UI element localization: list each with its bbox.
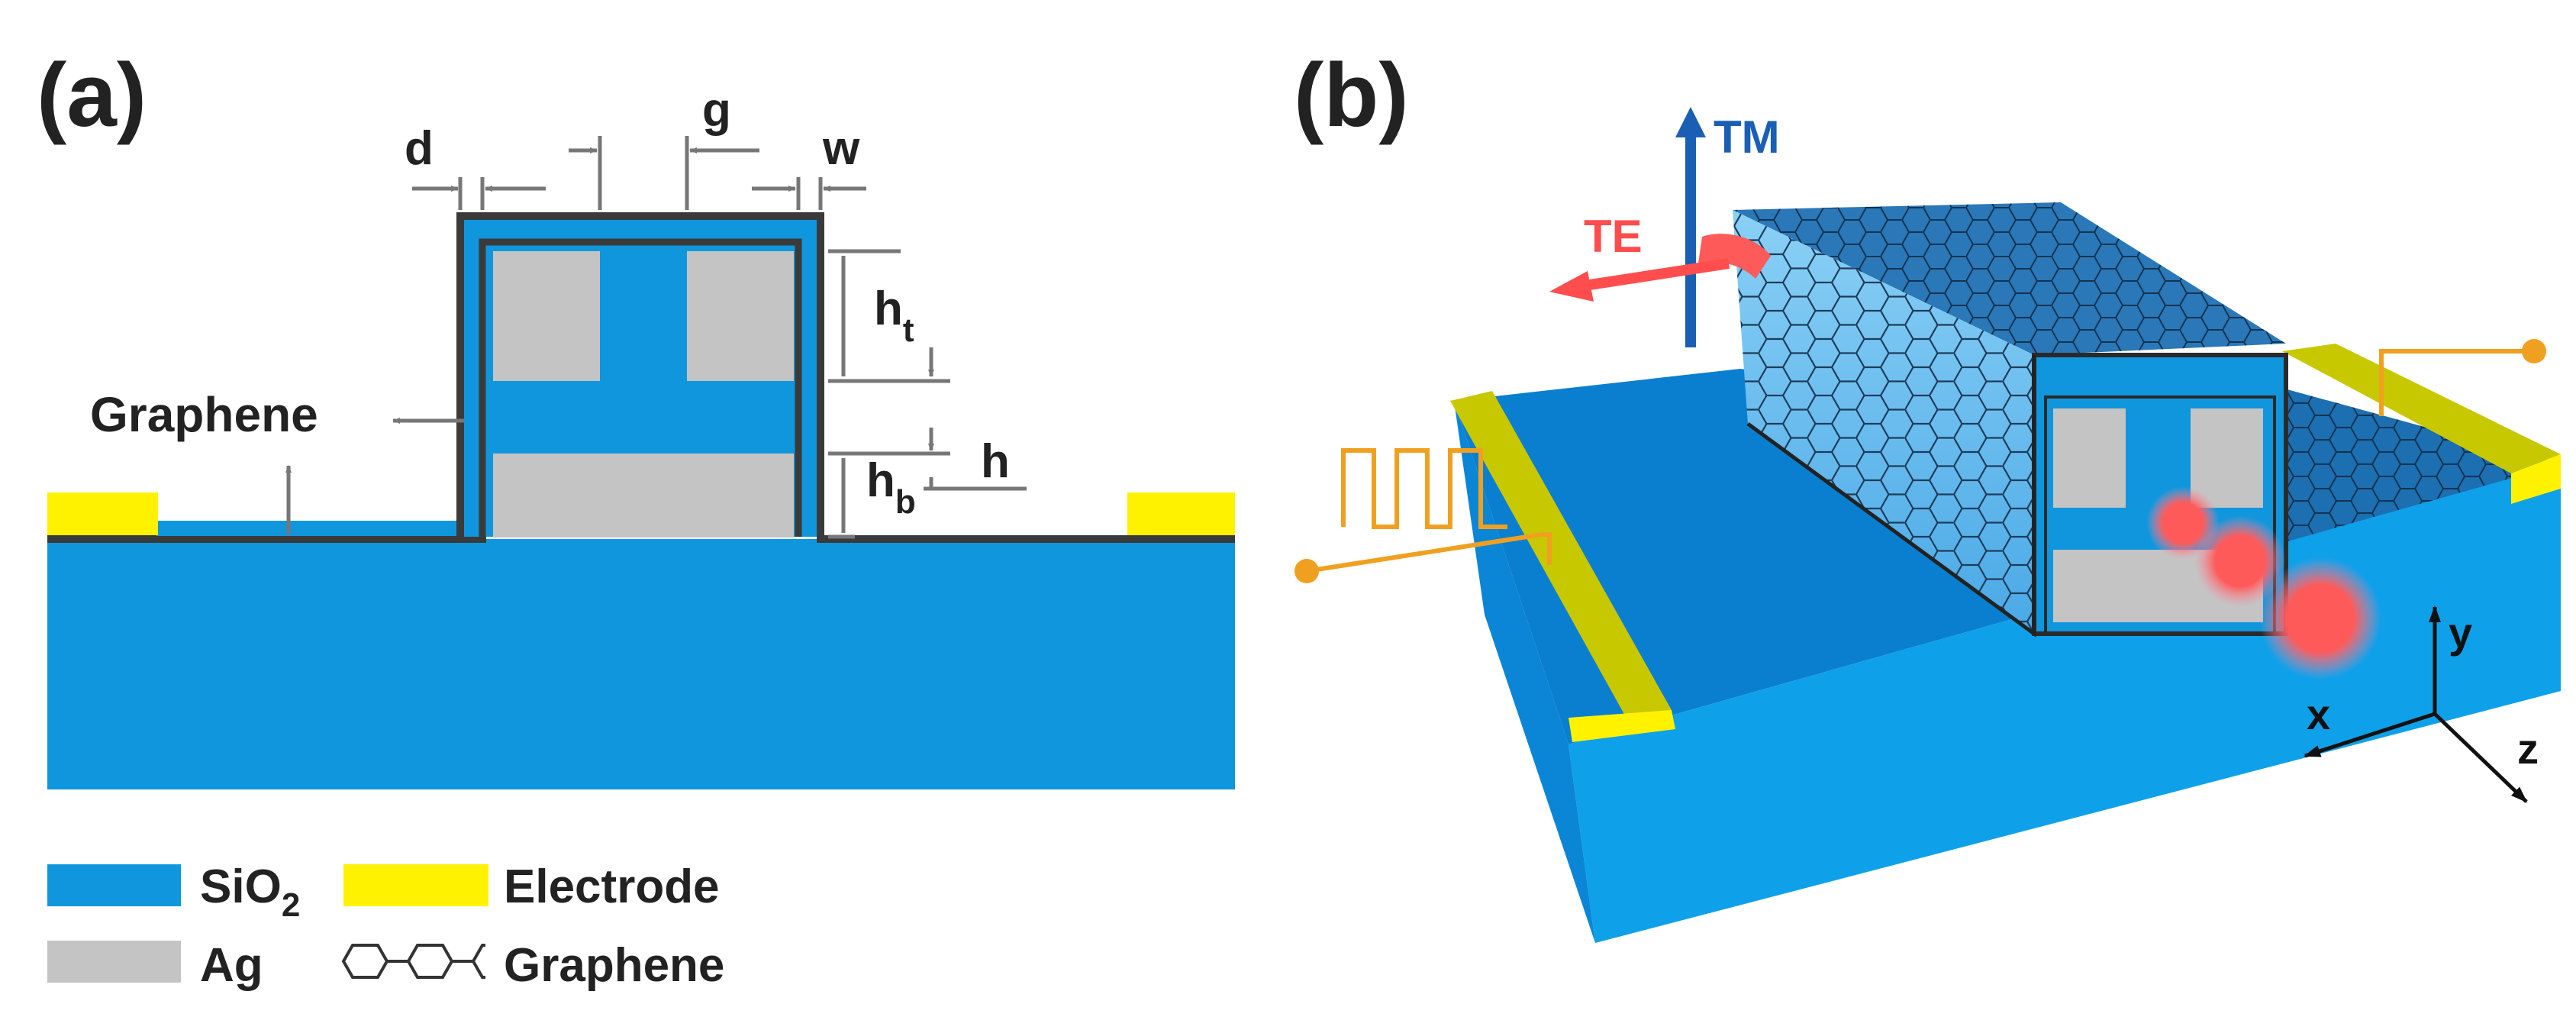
- panel-a: (a): [37, 45, 1235, 789]
- legend-graphene-icon: [341, 944, 485, 979]
- graphene-floor-line: [1746, 355, 2036, 638]
- tm-arrowhead: [1675, 107, 1706, 137]
- dim-label-hb: hb: [866, 454, 916, 521]
- dim-label-g: g: [702, 84, 731, 137]
- panel-a-label: (a): [37, 45, 147, 146]
- legend: SiO2 Electrode Ag Graphene: [47, 860, 724, 992]
- coordinate-axes: [2304, 605, 2528, 803]
- dim-label-h: h: [981, 435, 1010, 488]
- panel-b-label: (b): [1294, 45, 1409, 146]
- waveguide-side-hex: [1733, 210, 2034, 634]
- te-arrowhead: [1549, 271, 1594, 302]
- legend-label-ag: Ag: [200, 939, 263, 992]
- legend-label-sio2: SiO2: [200, 860, 300, 924]
- electrode-b-right-top: [2282, 344, 2561, 473]
- sio2-thin-layer: [156, 521, 482, 536]
- tm-label: TM: [1714, 111, 1780, 163]
- electrode-b-left-front: [1568, 710, 1675, 742]
- waveguide-outer-graphene: [456, 212, 824, 537]
- electrode-b-left-top: [1450, 391, 1672, 724]
- axis-y-label: y: [2449, 609, 2472, 657]
- dim-label-d: d: [405, 122, 434, 175]
- waveguide-top-hex: [1733, 202, 2286, 355]
- panel-b: (b): [1294, 45, 2561, 943]
- legend-swatch-ag: [47, 941, 181, 983]
- ag-block-top-left: [493, 251, 600, 381]
- ag-block-bottom: [493, 454, 794, 538]
- electrode-b-right-front: [2511, 454, 2561, 504]
- electrode-left: [47, 492, 158, 535]
- voltage-source-right-dot: [2522, 339, 2546, 363]
- voltage-source-left-dot: [1294, 559, 1319, 583]
- light-spot-large: [2259, 557, 2381, 680]
- graphene-label: Graphene: [90, 387, 318, 442]
- axis-z-label: z: [2517, 725, 2539, 773]
- light-spots: [2146, 486, 2381, 680]
- axis-x-label: x: [2307, 690, 2330, 738]
- waveguide-front-ag-left: [2053, 408, 2126, 508]
- voltage-signal-left: [1306, 448, 1552, 573]
- dimension-lines: [285, 136, 1027, 539]
- voltage-signal-right: [2379, 349, 2534, 416]
- dim-label-ht: ht: [874, 282, 914, 349]
- electrode-right: [1127, 492, 1235, 535]
- polarization-arrows: TM TE: [1549, 107, 1780, 347]
- legend-label-electrode: Electrode: [504, 860, 720, 913]
- legend-swatch-sio2: [47, 864, 181, 906]
- light-spot-medium: [2194, 515, 2286, 607]
- legend-label-graphene: Graphene: [504, 939, 724, 992]
- waveguide-front-ag-right: [2191, 408, 2263, 508]
- substrate-left-face: [1454, 401, 1595, 943]
- ag-block-top-right: [687, 251, 794, 381]
- waveguide-inner-graphene: [479, 238, 802, 537]
- legend-swatch-electrode: [343, 864, 488, 906]
- dim-label-w: w: [822, 122, 860, 175]
- waveguide-front-inner: [2044, 396, 2276, 635]
- te-arrow: [1578, 258, 1730, 292]
- te-label: TE: [1584, 211, 1643, 262]
- sio2-substrate: [47, 539, 1235, 789]
- te-beam-body: [1698, 234, 1771, 279]
